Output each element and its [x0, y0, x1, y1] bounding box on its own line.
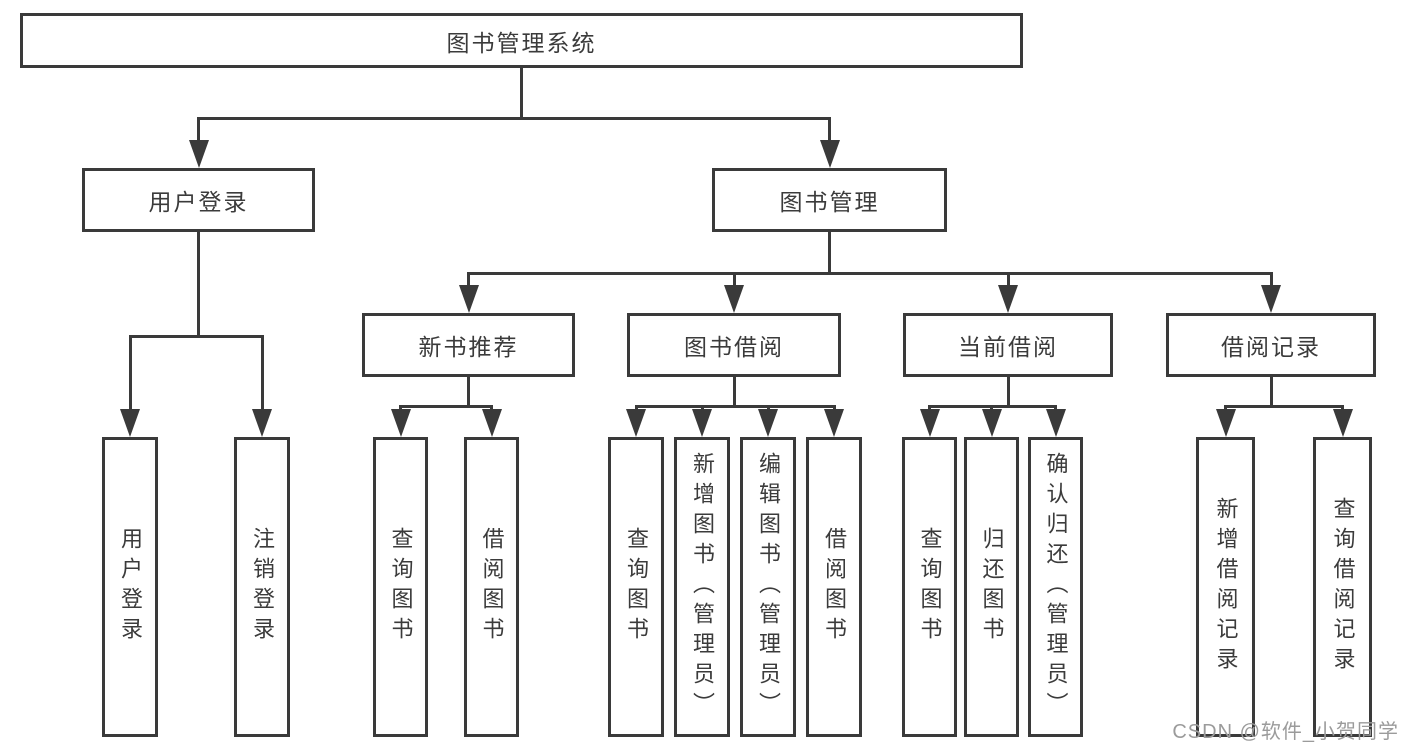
connector-line — [1006, 273, 1010, 289]
node-root: 图书管理系统 — [20, 13, 1023, 68]
node-leaf-logout-login: 注销登录 — [234, 437, 290, 737]
connector-line — [520, 68, 523, 118]
arrowhead-icon — [458, 285, 479, 313]
connector-line — [128, 334, 264, 338]
connector-line — [197, 232, 200, 336]
node-leaf-edit-books-admin: 编辑图书（管理员） — [740, 437, 796, 737]
arrowhead-icon — [981, 409, 1002, 437]
node-label: 借阅图书 — [479, 527, 505, 647]
node-label: 编辑图书（管理员） — [756, 452, 781, 722]
arrowhead-icon — [919, 409, 940, 437]
connector-line — [197, 116, 831, 120]
arrowhead-icon — [626, 409, 646, 437]
node-label: 图书管理 — [779, 189, 880, 215]
arrowhead-icon — [724, 285, 744, 313]
node-label: 借阅记录 — [1221, 334, 1321, 360]
connector-line — [399, 404, 493, 408]
node-label: 新增图书（管理员） — [690, 452, 715, 722]
node-label: 确认归还（管理员） — [1043, 452, 1069, 722]
arrowhead-icon — [481, 409, 502, 437]
connector-line — [1006, 377, 1010, 406]
node-current-borrow: 当前借阅 — [903, 313, 1113, 377]
node-book-mgmt: 图书管理 — [712, 168, 947, 232]
node-label: 用户登录 — [118, 527, 143, 647]
node-leaf-add-books-admin: 新增图书（管理员） — [674, 437, 730, 737]
connector-line — [732, 377, 736, 406]
connector-line — [467, 271, 1273, 275]
connector-line — [467, 273, 470, 289]
node-leaf-user-login: 用户登录 — [102, 437, 158, 737]
connector-line — [732, 273, 736, 289]
node-label: 查询借阅记录 — [1330, 497, 1356, 677]
arrowhead-icon — [188, 140, 209, 168]
node-leaf-return-books: 归还图书 — [964, 437, 1019, 737]
connector-line — [1224, 404, 1344, 408]
node-label: 图书借阅 — [684, 334, 784, 360]
arrowhead-icon — [758, 409, 778, 437]
node-leaf-query-books-borrow: 查询图书 — [608, 437, 664, 737]
arrowhead-icon — [390, 409, 411, 437]
node-label: 查询图书 — [388, 527, 414, 647]
connector-line — [128, 336, 132, 413]
connector-line — [828, 118, 831, 144]
connector-line — [1269, 377, 1273, 406]
arrowhead-icon — [1045, 409, 1066, 437]
node-leaf-confirm-return-admin: 确认归还（管理员） — [1028, 437, 1083, 737]
node-label: 用户登录 — [148, 189, 249, 215]
node-label: 注销登录 — [250, 527, 275, 647]
arrowhead-icon — [819, 140, 840, 168]
node-user-login: 用户登录 — [82, 168, 315, 232]
connector-line — [260, 336, 264, 413]
node-leaf-add-borrow-record: 新增借阅记录 — [1196, 437, 1255, 737]
node-label: 当前借阅 — [958, 334, 1058, 360]
connector-line — [197, 118, 200, 144]
arrowhead-icon — [1332, 409, 1353, 437]
connector-line — [1269, 273, 1273, 289]
arrowhead-icon — [824, 409, 844, 437]
node-borrow-records: 借阅记录 — [1166, 313, 1376, 377]
node-leaf-query-borrow-record: 查询借阅记录 — [1313, 437, 1372, 737]
node-label: 查询图书 — [917, 527, 943, 647]
arrowhead-icon — [120, 409, 140, 437]
node-leaf-query-books-current: 查询图书 — [902, 437, 957, 737]
connector-line — [828, 232, 831, 273]
node-label: 新书推荐 — [418, 334, 519, 360]
connector-line — [467, 377, 470, 406]
arrowhead-icon — [998, 285, 1018, 313]
arrowhead-icon — [1261, 285, 1281, 313]
node-leaf-borrow-books: 借阅图书 — [806, 437, 862, 737]
arrowhead-icon — [692, 409, 712, 437]
node-label: 归还图书 — [979, 527, 1005, 647]
node-book-borrow: 图书借阅 — [627, 313, 841, 377]
node-label: 图书管理系统 — [446, 29, 597, 56]
watermark: CSDN @软件_小贺同学 — [1172, 721, 1399, 743]
node-leaf-borrow-books-rec: 借阅图书 — [464, 437, 519, 737]
arrowhead-icon — [252, 409, 272, 437]
arrowhead-icon — [1215, 409, 1236, 437]
connector-line — [634, 404, 836, 408]
node-leaf-query-books-rec: 查询图书 — [373, 437, 428, 737]
node-label: 借阅图书 — [822, 527, 847, 647]
node-label: 查询图书 — [624, 527, 649, 647]
node-new-book-rec: 新书推荐 — [362, 313, 575, 377]
node-label: 新增借阅记录 — [1213, 497, 1239, 677]
